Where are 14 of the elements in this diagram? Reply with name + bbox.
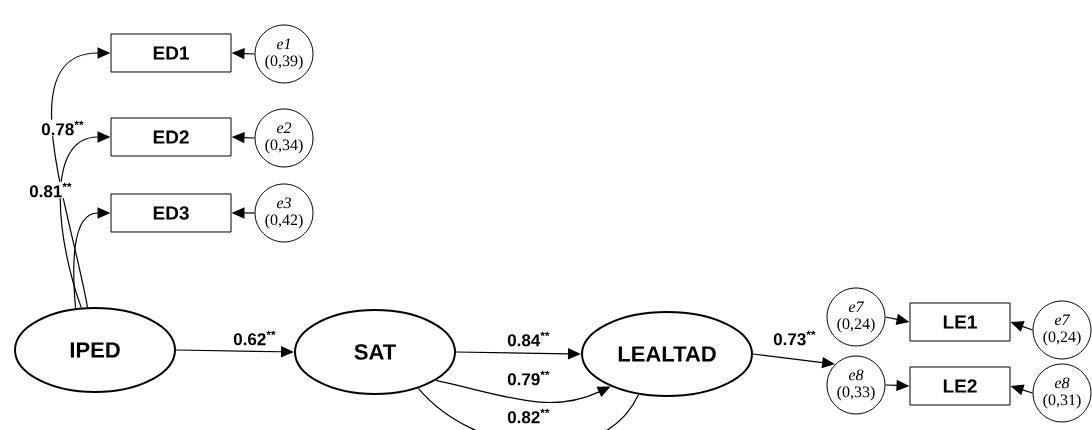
edge-label: 0.81$^{**}$	[28, 181, 74, 199]
edge-label: 0.73$^{**}$	[772, 329, 818, 347]
arrow	[455, 348, 581, 360]
edge-label: 0.84$^{**}$	[506, 330, 552, 348]
indicator-box: ED1	[110, 33, 232, 73]
edge-label: 0.78$^{**}$	[40, 119, 86, 137]
indicator-box: ED3	[110, 193, 232, 233]
edge-label: 0.62$^{**}$	[232, 329, 278, 347]
indicator-box: LE1	[909, 302, 1011, 342]
arrow	[175, 346, 294, 358]
indicator-box: LE2	[909, 366, 1011, 406]
edge-label: 0.82$^{**}$	[506, 407, 552, 425]
indicator-box: ED2	[110, 117, 232, 157]
edge-label: 0.79$^{**}$	[506, 369, 552, 387]
